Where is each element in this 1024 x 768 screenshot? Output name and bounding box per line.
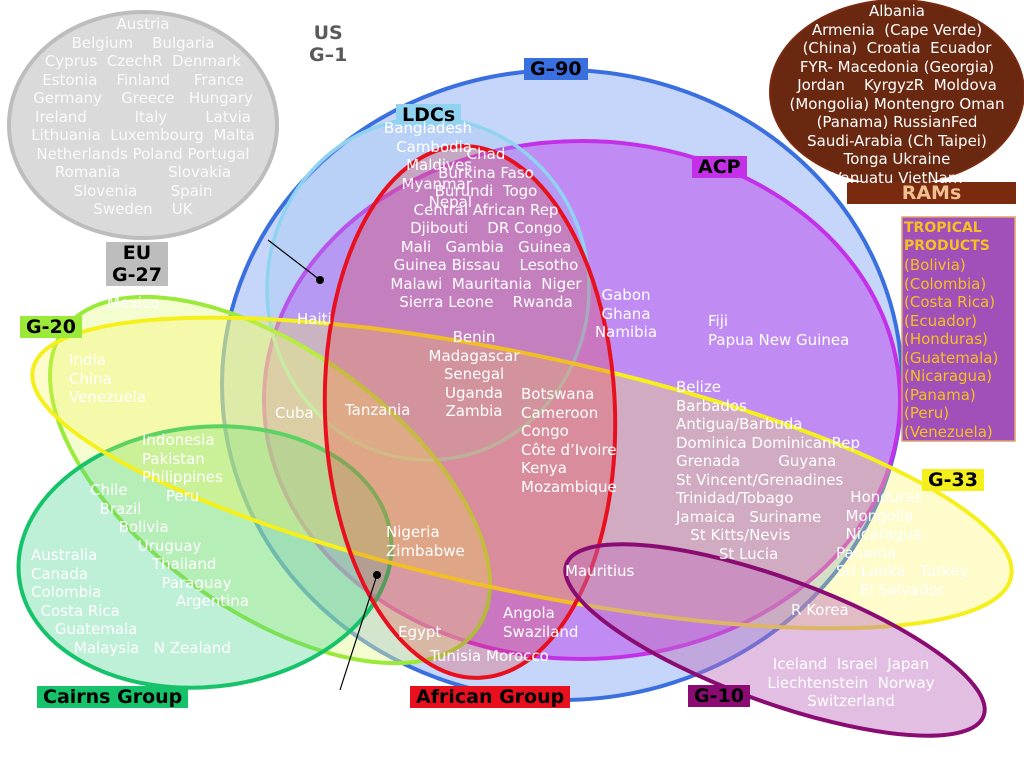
korea-text: R Korea (791, 601, 849, 619)
acp-label: ACP (692, 156, 747, 178)
african-group-label: African Group (410, 686, 571, 708)
tropical-products-label: TROPICAL PRODUCTS (904, 220, 990, 254)
eu-label: EU G-27 (106, 242, 168, 286)
g20-label: G-20 (20, 316, 82, 338)
ldc-pointer-line (267, 239, 321, 281)
ldc-african-countries: Chad Burkina Faso Burundi Togo Central A… (390, 145, 582, 311)
nigeria-zimbabwe-text: Nigeria Zimbabwe (386, 523, 465, 560)
tunisia-morocco-text: Tunisia Morocco (430, 647, 549, 665)
rams-label: RAMs (847, 182, 1016, 204)
tropical-products-members-text: (Bolivia) (Colombia) (Costa Rica) (Ecuad… (904, 256, 999, 441)
african-acp-countries-2: Botswana Cameroon Congo Côte d’Ivoire Ke… (521, 385, 617, 496)
g20-pointer-line (339, 574, 378, 691)
ldcs-label: LDCs (396, 104, 462, 126)
g10-label: G-10 (688, 685, 750, 707)
mexico-text: Mexico (107, 294, 160, 312)
g33-only-countries: Honduras Mongolia Nicaragua Panama Sri L… (836, 488, 969, 599)
tanzania-text: Tanzania (345, 401, 411, 419)
g20-core-countries: India China Venezuela (69, 351, 147, 406)
acp-pacific-countries: Fiji Papua New Guinea (708, 312, 850, 349)
cairns-group-label: Cairns Group (37, 686, 189, 708)
cairns-g20-countries: Chile Brazil Bolivia Uruguay Thailand Pa… (90, 481, 249, 610)
ldc-only-countries: Bangladesh Cambodia Maldives Myanmar Nep… (384, 119, 472, 211)
african-group-ellipse (322, 144, 618, 680)
g33-african-acp-countries: Benin Madagascar Senegal Uganda Zambia (428, 328, 520, 420)
g20-pointer-dot (373, 571, 381, 579)
egypt-text: Egypt (398, 623, 442, 641)
eu-members-text: Austria Belgium Bulgaria Cyprus CzechR D… (31, 15, 255, 218)
mauritius-text: Mauritius (565, 562, 635, 580)
g20-g33-countries: Indonesia Pakistan Philippines Peru (142, 431, 223, 505)
ldc-pointer-dot (316, 276, 324, 284)
rams-members-text: Albania Armenia (Cape Verde) (China) Cro… (789, 2, 1005, 187)
eu-ellipse (7, 10, 279, 240)
african-acp-countries-1: Gabon Ghana Namibia (594, 286, 658, 341)
cairns-only-countries: Australia Canada Colombia Costa Rica Gua… (31, 546, 231, 657)
g10-ellipse (563, 542, 987, 738)
haiti-text: Haiti (297, 310, 332, 328)
g33-ellipse (30, 315, 1014, 631)
cuba-text: Cuba (275, 404, 314, 422)
angola-swaziland-text: Angola Swaziland (503, 604, 579, 641)
caribbean-acp-countries: Belize Barbados Antigua/Barbuda Dominica… (676, 378, 861, 563)
us-label: US G–1 (309, 22, 348, 66)
g90-label: G–90 (524, 58, 588, 80)
tropical-products-box (901, 216, 1016, 442)
g10-only-countries: Iceland Israel Japan Liechtenstein Norwa… (767, 655, 935, 710)
g33-label: G-33 (922, 469, 984, 491)
acp-ellipse (262, 139, 902, 661)
cairns-ellipse (16, 424, 394, 690)
